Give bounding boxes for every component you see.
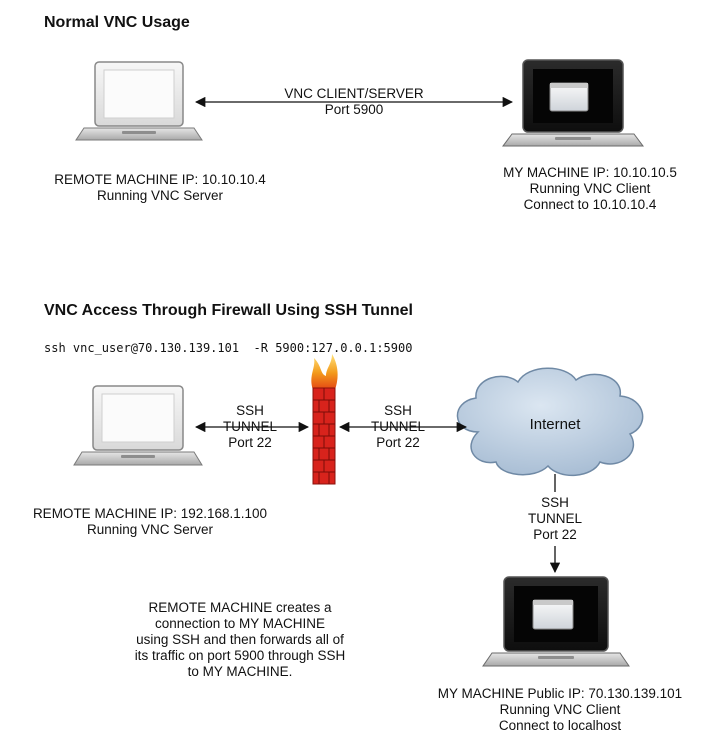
my-laptop-2-icon — [482, 576, 630, 667]
section2-heading: VNC Access Through Firewall Using SSH Tu… — [44, 302, 413, 319]
explanation-text: REMOTE MACHINE creates a connection to M… — [134, 600, 346, 679]
tunnel-right-label: SSH TUNNEL Port 22 — [370, 403, 425, 450]
remote-machine-caption: REMOTE MACHINE IP: 10.10.10.4 Running VN… — [54, 172, 266, 203]
my-laptop-icon — [502, 59, 644, 147]
internet-label: Internet — [529, 416, 581, 433]
vnc-link-label: VNC CLIENT/SERVER Port 5900 — [284, 86, 424, 117]
my-machine-caption: MY MACHINE IP: 10.10.10.5 Running VNC Cl… — [503, 165, 677, 212]
ssh-command: ssh vnc_user@70.130.139.101 -R 5900:127.… — [44, 341, 413, 355]
remote-laptop-icon — [75, 61, 203, 141]
section1-heading: Normal VNC Usage — [44, 14, 190, 31]
remote-laptop-2-icon — [73, 385, 203, 466]
my-machine-2-caption: MY MACHINE Public IP: 70.130.139.101 Run… — [437, 686, 683, 733]
firewall-icon — [311, 354, 338, 485]
tunnel-down-label: SSH TUNNEL Port 22 — [527, 495, 582, 542]
tunnel-left-label: SSH TUNNEL Port 22 — [222, 403, 277, 450]
remote-machine-2-caption: REMOTE MACHINE IP: 192.168.1.100 Running… — [32, 506, 268, 537]
internet-cloud-icon — [456, 367, 644, 477]
